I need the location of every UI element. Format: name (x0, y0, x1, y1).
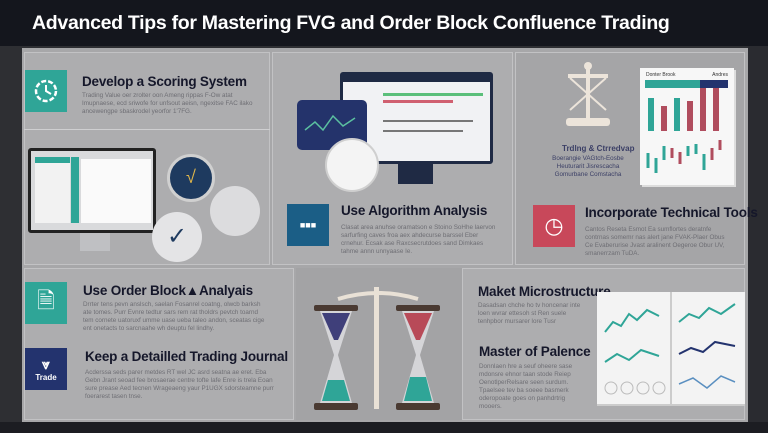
page-title: Advanced Tips for Mastering FVG and Orde… (32, 12, 670, 34)
scoring-body: Trading Value oer zrolter oon Ameng ripp… (82, 92, 253, 115)
journal-body: Acderssa seds parer metdes RT wel JC asr… (85, 369, 274, 400)
technical-title: Incorporate Technical Tools (585, 205, 758, 220)
scale-caption-body: Boerangie VAGtch-Eosbe Heuturarit Jisres… (552, 155, 624, 178)
title-bar (0, 0, 768, 46)
algorithm-title: Use Algorithm Analysis (341, 203, 488, 218)
checkmark-icon: ✓ (152, 212, 202, 262)
algorithm-body: Clasat area anuhse oramatson e Stoino So… (341, 224, 496, 255)
chart-card-tag: Andres (712, 72, 728, 78)
divider (24, 129, 270, 130)
monitor-stand (398, 164, 433, 184)
technical-body: Cantos Reseta Esmot Ea sumflortes deratn… (585, 226, 725, 257)
chart-card-title: Donter Brook (646, 72, 676, 78)
cell-order-block (24, 268, 294, 420)
patience-title: Master of Palence (479, 344, 591, 359)
list-icon (325, 138, 379, 192)
balance-scale-icon (562, 60, 614, 132)
journal-title: Keep a Detailled Trading Journal (85, 349, 288, 364)
hourglass-scale-icon (308, 285, 448, 415)
trend-badge-icon: √ (167, 154, 215, 202)
bottom-edge (0, 422, 768, 433)
document-icon: 🗎 (25, 282, 67, 324)
order-block-title: Use Order Block▲Analyais (83, 283, 253, 298)
trade-badge-label: Trade (35, 373, 57, 382)
clock-gear-icon (25, 70, 67, 112)
microstructure-body: Dasadsan chche ho tv honcenar inte loen … (478, 302, 581, 325)
microstructure-title: Maket Microstructure (478, 284, 611, 299)
patience-body: Donnlaen hre a seuf oheere sase mdonsre … (479, 363, 573, 410)
monitor-illustration (28, 148, 156, 233)
algorithm-grid-icon: ■■■ (287, 204, 329, 246)
trade-badge-icon: ⩔Trade (25, 348, 67, 390)
bar-chart-card: Donter Brook Andres (640, 68, 734, 185)
right-edge (748, 46, 768, 433)
gauge-icon (210, 186, 260, 236)
monitor-stand (80, 233, 110, 251)
dial-clock-icon: ◷ (533, 205, 575, 247)
chart-book-icon (597, 292, 745, 404)
scale-caption-title: Trdlng & Ctrredvap (562, 144, 635, 153)
scoring-title: Develop a Scoring System (82, 74, 247, 89)
order-block-body: Drrter tens pevn anslsch, saelan Fosanre… (83, 301, 265, 332)
